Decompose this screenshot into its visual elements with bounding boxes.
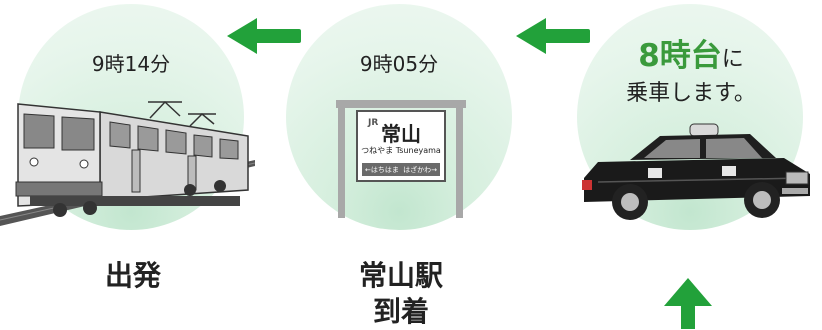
jr-mark: JR	[368, 118, 379, 128]
arrow-up-icon	[664, 278, 712, 329]
taxi-board-text: 乗車します。	[626, 81, 756, 106]
taxi-illustration	[582, 123, 810, 220]
next-station: はざかわ→	[403, 165, 437, 174]
arrival-time: 9時05分	[359, 52, 439, 76]
arrival-station-name: 常山駅	[358, 259, 443, 292]
arrow-left-icon	[516, 18, 590, 54]
previous-station: ←はちはま	[365, 165, 399, 174]
arrival-label: 常山駅 到着	[346, 258, 456, 330]
station-direction-bar: ←はちはま はざかわ→	[362, 163, 440, 176]
station-name: 常山	[381, 122, 421, 146]
departure-time: 9時14分	[91, 52, 171, 76]
arrival-label-text: 到着	[372, 295, 429, 328]
departure-label: 出発	[104, 259, 161, 292]
taxi-time-highlight: 8時台	[638, 38, 722, 74]
taxi-time-suffix: に	[721, 47, 744, 72]
sign-post-right	[456, 100, 463, 218]
station-sign: JR 常山 つねやま Tsuneyama ←はちはま はざかわ→	[356, 110, 446, 182]
train-illustration	[0, 100, 255, 226]
station-reading: つねやま Tsuneyama	[361, 146, 441, 155]
sign-top-bar	[336, 100, 466, 108]
sign-post-left	[338, 100, 345, 218]
taxi-step-text: 8時台に 乗車します。	[606, 30, 776, 107]
arrow-left-icon	[227, 18, 301, 54]
